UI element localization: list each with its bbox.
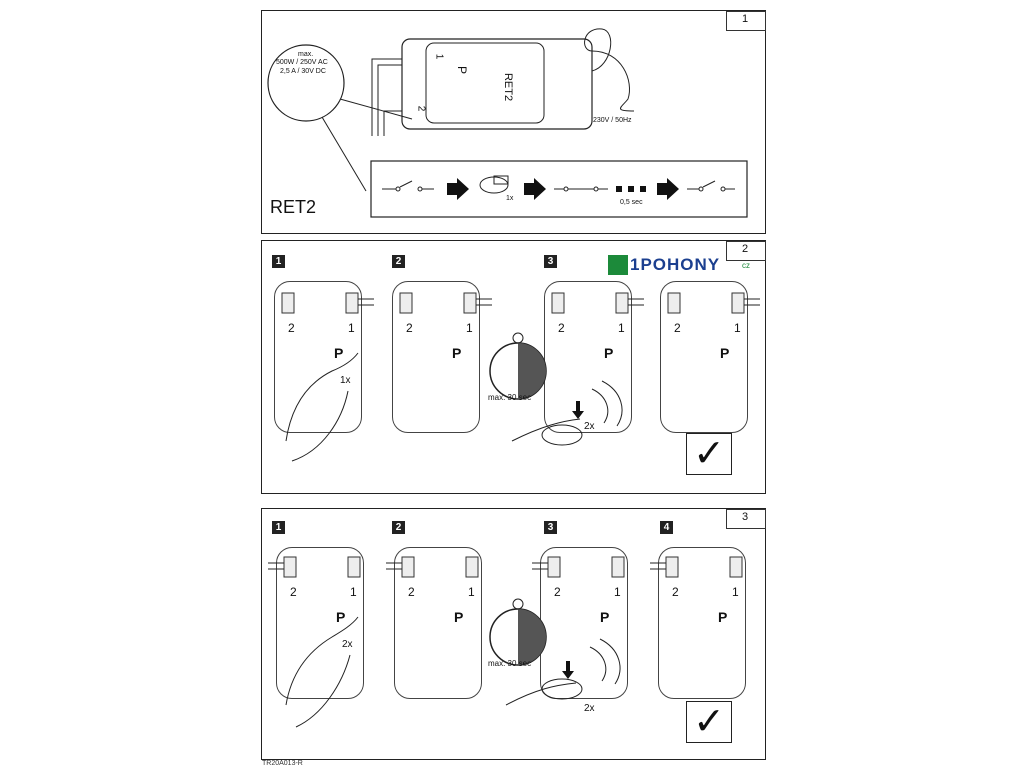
section-3-step-4: 4 [660,521,673,534]
section-2-number-box [726,241,766,261]
rating-magnifier [267,28,748,218]
rating-line-1: max. [298,51,314,58]
section-3-step-3: 3 [544,521,557,534]
s2-d3-p: P [604,345,614,361]
s2-d3-one: 1 [618,321,625,335]
s3-d3-one: 1 [614,585,621,599]
s2-d4-p: P [720,345,730,361]
terminal-1-label: 1 [433,53,445,60]
rating-line-3: 2,5 A / 30V DC [280,68,326,75]
s2-d2-p: P [452,345,462,361]
s3-d4-one: 1 [732,585,739,599]
section-2-step-3: 3 [544,255,557,268]
section-1-panel: 1 max. [261,10,766,234]
section-1-title: RET2 [270,197,317,217]
section-3-panel: 3 1 2 3 4 2 1 P 2 1 P 2 1 [261,508,766,760]
section-3-number: 3 [742,511,749,523]
power-label: 230V / 50Hz [593,117,632,124]
s3-d3-p: P [600,609,610,625]
s2-d2-two: 2 [406,321,413,335]
s2-d4-one: 1 [734,321,741,335]
s3-timer: max. 30 sec [488,659,532,668]
footer-code: TR20A013-R [262,760,303,767]
logo-text: 1POHONY [630,255,721,274]
s3-d4-two: 2 [672,585,679,599]
sequence-delay: 0,5 sec [620,199,643,206]
device-p-label: P [455,65,470,75]
section-2-step-2: 2 [392,255,405,268]
section-2-step-1: 1 [272,255,285,268]
s3-d2-p: P [454,609,464,625]
section-1-number: 1 [742,13,749,25]
logo-suffix: cz [742,261,750,270]
s3-checkmark: ✓ [686,701,732,743]
s2-timer: max. 30 sec [488,393,532,402]
s3-press-count: 2x [342,639,353,650]
section-2-drawings [281,292,760,462]
section-3-drawings [268,556,743,728]
sequence-count: 1x [506,195,514,202]
s3-d1-p: P [336,609,346,625]
s2-d2-one: 1 [466,321,473,335]
logo-mark [608,255,628,275]
s2-d4-two: 2 [674,321,681,335]
s2-press-count: 1x [340,375,351,386]
section-3-step-1: 1 [272,521,285,534]
rating-line-2: 500W / 250V AC [276,59,328,66]
device-ret2-label: RET2 [502,72,515,102]
s2-d1-one: 1 [348,321,355,335]
section-3-step-2: 2 [392,521,405,534]
s3-d3-two: 2 [554,585,561,599]
s2-checkmark: ✓ [686,433,732,475]
terminal-2-label: 2 [415,105,427,112]
s3-d1-two: 2 [290,585,297,599]
section-1-number-box [726,11,766,31]
s3-d2-one: 1 [468,585,475,599]
section-3-number-box [726,509,766,529]
s3-d4-p: P [718,609,728,625]
s3-remote-count: 2x [584,703,595,714]
section-2-number: 2 [742,243,749,255]
s2-remote-count: 2x [584,421,595,432]
section-2-panel: 2 1 2 3 1POHONY cz [261,240,766,494]
s3-d2-two: 2 [408,585,415,599]
s2-d3-two: 2 [558,321,565,335]
s3-d1-one: 1 [350,585,357,599]
s2-d1-two: 2 [288,321,295,335]
s2-d1-p: P [334,345,344,361]
